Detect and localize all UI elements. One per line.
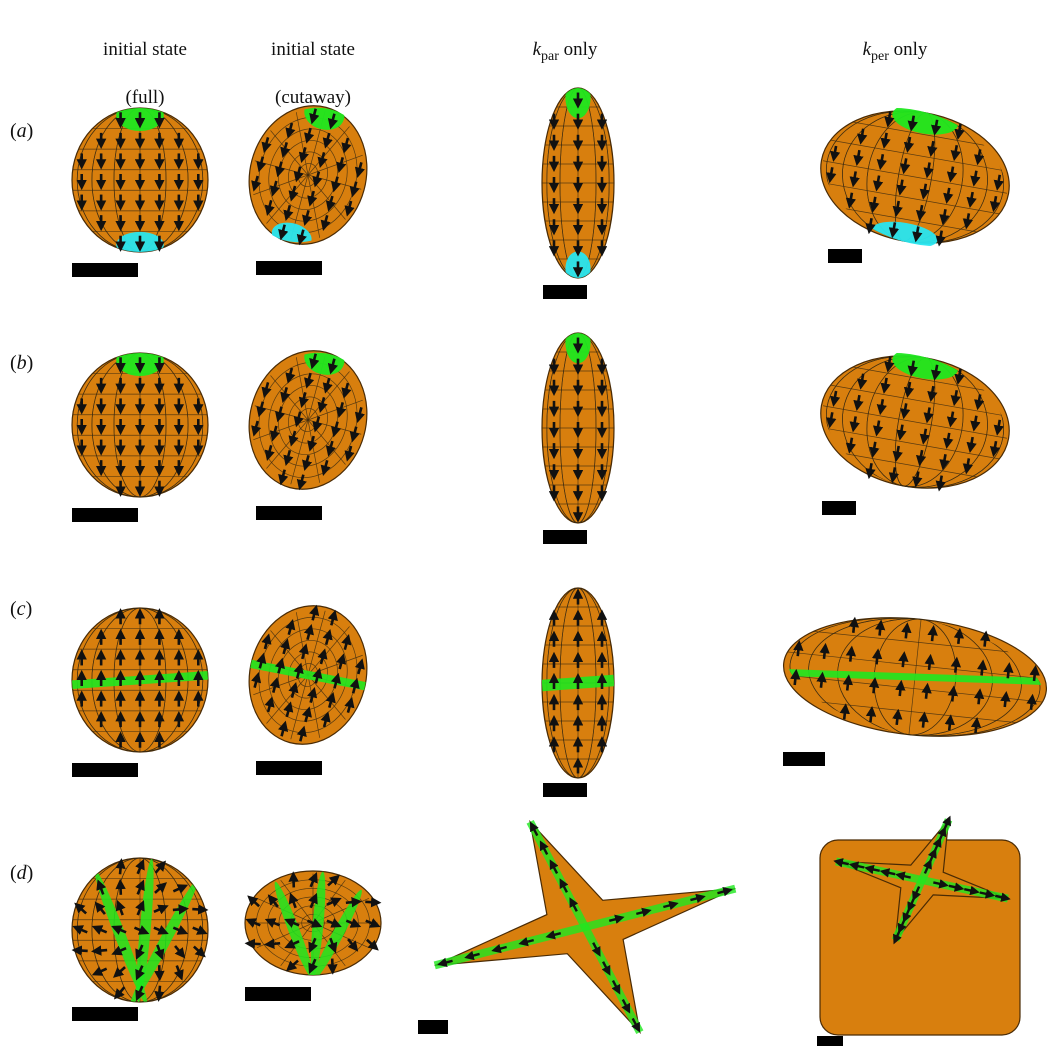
scale-bar [72,1007,138,1021]
arrow-icon [978,692,979,704]
scale-bar [822,501,856,515]
arrow-icon [159,986,160,998]
arrow-icon [923,716,924,728]
arrow-icon [877,652,878,664]
shape-body [542,77,614,286]
panel-full [72,99,208,277]
arrow-icon [873,681,874,693]
arrow-icon [249,943,261,944]
panel-kper [817,819,1020,1046]
row-d [72,819,1020,1046]
panel-cutaway [234,592,383,775]
shape-body [810,334,1021,503]
panel-kper [778,606,1051,766]
shape-body [245,871,381,984]
arrow-icon [952,690,953,702]
arrow-icon [900,684,901,696]
arrow-icon [1031,698,1032,710]
arrow-icon [844,707,845,719]
arrow-icon [870,710,871,722]
arrow-icon [268,943,280,944]
row-b [72,322,1021,544]
arrow-icon [850,650,851,662]
arrow-icon [120,862,121,874]
arrow-icon [958,632,959,644]
shape-body [542,322,614,523]
scale-bar [543,783,587,797]
panel-full [72,608,208,777]
scale-bar [418,1020,448,1034]
panel-kpar [542,77,614,299]
arrow-icon [847,679,848,691]
shape-body [809,89,1021,263]
shape-body [72,608,208,752]
arrow-icon [982,664,983,676]
arrow-icon [929,658,930,670]
arrow-icon [798,644,799,656]
arrow-icon [824,647,825,659]
scale-bar [256,261,322,275]
shape-body [778,606,1051,749]
panel-kper [809,89,1021,263]
shape-body [542,588,615,778]
arrow-icon [1034,669,1035,681]
scale-bar [72,763,138,777]
arrow-icon [1008,666,1009,678]
scale-bar [245,987,311,1001]
scale-bar [783,752,825,766]
arrow-icon [76,950,88,951]
scale-bar [543,285,587,299]
panel-cutaway [234,329,384,520]
shape-body [232,84,384,263]
panel-full [72,344,208,522]
arrow-icon [985,635,986,647]
arrow-icon [975,721,976,733]
shape-body [72,344,208,497]
arrow-icon [95,950,107,951]
scale-bar [72,508,138,522]
panel-kpar [542,322,614,544]
arrow-icon [346,902,358,903]
arrow-icon [173,909,185,910]
scale-bar [817,1036,843,1046]
arrow-icon [880,624,881,636]
panel-kpar [542,588,615,797]
arrow-icon [926,687,927,699]
shape-body [234,592,383,757]
scale-bar [256,761,322,775]
arrow-icon [795,673,796,685]
arrow-icon [903,655,904,667]
shape-body [72,858,208,1009]
panel-cutaway [245,871,381,1001]
shape-body [72,99,208,257]
scale-bar [256,506,322,520]
shape-body [234,329,384,502]
panel-cutaway [232,84,384,275]
scale-bar [543,530,587,544]
arrow-icon [932,629,933,641]
scale-bar [72,263,138,277]
arrow-icon [365,902,377,903]
arrow-icon [821,676,822,688]
row-a [72,77,1021,299]
arrow-icon [853,621,854,633]
arrow-icon [1005,695,1006,707]
panel-kpar [418,822,735,1034]
arrow-icon [949,718,950,730]
arrow-icon [192,909,204,910]
row-c [72,588,1051,797]
arrow-icon [955,661,956,673]
arrow-icon [906,626,907,638]
panel-kper [810,334,1021,515]
arrow-icon [897,713,898,725]
scale-bar [828,249,862,263]
panel-full [72,858,208,1021]
